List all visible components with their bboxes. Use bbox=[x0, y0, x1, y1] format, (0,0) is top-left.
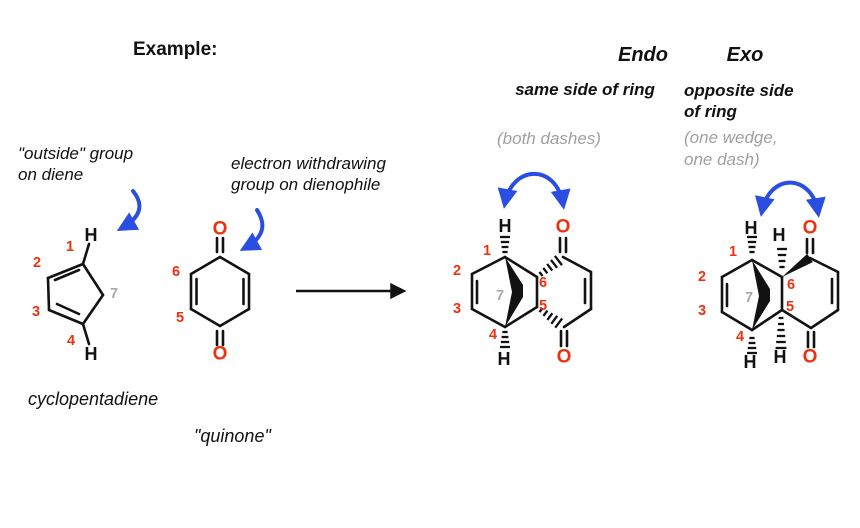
exo-product-structure: H H H H O O 1 2 3 4 7 6 5 bbox=[698, 218, 840, 372]
atom-label-h: H bbox=[498, 349, 511, 369]
atom-number-4: 4 bbox=[736, 329, 744, 345]
atom-number-7: 7 bbox=[496, 288, 504, 304]
endo-bonds bbox=[470, 236, 593, 348]
atom-number-7: 7 bbox=[110, 286, 118, 302]
atom-label-h: H bbox=[85, 225, 98, 245]
exo-subtitle: opposite side of ring bbox=[684, 80, 794, 122]
diene-pointer-arrow bbox=[116, 189, 142, 231]
atom-number-1: 1 bbox=[66, 239, 74, 255]
atom-label-h: H bbox=[85, 344, 98, 364]
atom-label-o: O bbox=[213, 219, 228, 240]
atom-number-3: 3 bbox=[32, 304, 40, 320]
diene-note-line2: on diene bbox=[18, 165, 84, 184]
endo-hash-wedges bbox=[500, 235, 564, 349]
atom-number-4: 4 bbox=[489, 327, 497, 343]
exo-subtitle-line1: opposite side bbox=[684, 81, 794, 100]
atom-label-o: O bbox=[213, 344, 228, 365]
atom-number-5: 5 bbox=[539, 298, 547, 314]
atom-number-4: 4 bbox=[67, 333, 75, 349]
atom-number-1: 1 bbox=[483, 243, 491, 259]
cyclopentadiene-structure: H H 1 2 3 4 7 bbox=[32, 225, 118, 364]
atom-number-5: 5 bbox=[786, 299, 794, 315]
dienophile-note-line2: group on dienophile bbox=[231, 175, 381, 194]
exo-note-line2: one dash) bbox=[684, 150, 760, 169]
dienophile-note: electron withdrawing group on dienophile bbox=[231, 153, 386, 195]
atom-number-5: 5 bbox=[176, 310, 184, 326]
exo-note-line1: (one wedge, bbox=[684, 128, 778, 147]
endo-title: Endo bbox=[618, 44, 668, 66]
dienophile-note-line1: electron withdrawing bbox=[231, 154, 386, 173]
exo-note: (one wedge, one dash) bbox=[684, 127, 778, 171]
atom-number-6: 6 bbox=[787, 277, 795, 293]
atom-number-3: 3 bbox=[453, 301, 461, 317]
atom-label-o: O bbox=[556, 217, 571, 238]
atom-number-2: 2 bbox=[698, 269, 706, 285]
atom-label-h: H bbox=[773, 225, 786, 245]
endo-same-side-arrow bbox=[497, 171, 571, 210]
exo-title: Exo bbox=[726, 44, 764, 66]
diene-note: "outside" group on diene bbox=[18, 143, 133, 185]
exo-opposite-side-arrow bbox=[755, 180, 826, 218]
atom-label-h: H bbox=[744, 352, 757, 372]
example-label: Example: bbox=[133, 39, 218, 60]
exo-subtitle-line2: of ring bbox=[684, 102, 737, 121]
exo-bonds bbox=[720, 237, 840, 349]
atom-label-o: O bbox=[557, 347, 572, 368]
cyclopentadiene-label: cyclopentadiene bbox=[28, 389, 159, 409]
atom-number-6: 6 bbox=[172, 264, 180, 280]
atom-number-1: 1 bbox=[729, 244, 737, 260]
diene-note-line1: "outside" group bbox=[18, 144, 134, 163]
atom-number-7: 7 bbox=[745, 290, 753, 306]
atom-label-o: O bbox=[803, 347, 818, 368]
exo-hash-wedges bbox=[747, 235, 787, 355]
atom-label-h: H bbox=[745, 218, 758, 238]
quinone-label: "quinone" bbox=[194, 426, 271, 446]
atom-number-6: 6 bbox=[539, 275, 547, 291]
atom-number-3: 3 bbox=[698, 303, 706, 319]
dienophile-pointer-arrow bbox=[239, 208, 265, 251]
endo-subtitle: same side of ring bbox=[515, 80, 655, 99]
atom-label-o: O bbox=[803, 218, 818, 239]
endo-product-structure: H H O O 1 2 3 4 7 6 5 bbox=[453, 216, 593, 369]
cyclopentadiene-bonds bbox=[46, 242, 105, 346]
atom-number-2: 2 bbox=[453, 263, 461, 279]
quinone-structure: O O 6 5 bbox=[172, 219, 251, 365]
atom-number-2: 2 bbox=[33, 255, 41, 271]
atom-label-h: H bbox=[499, 216, 512, 236]
atom-label-h: H bbox=[774, 347, 787, 367]
quinone-bonds bbox=[189, 236, 251, 347]
endo-note: (both dashes) bbox=[497, 129, 601, 148]
